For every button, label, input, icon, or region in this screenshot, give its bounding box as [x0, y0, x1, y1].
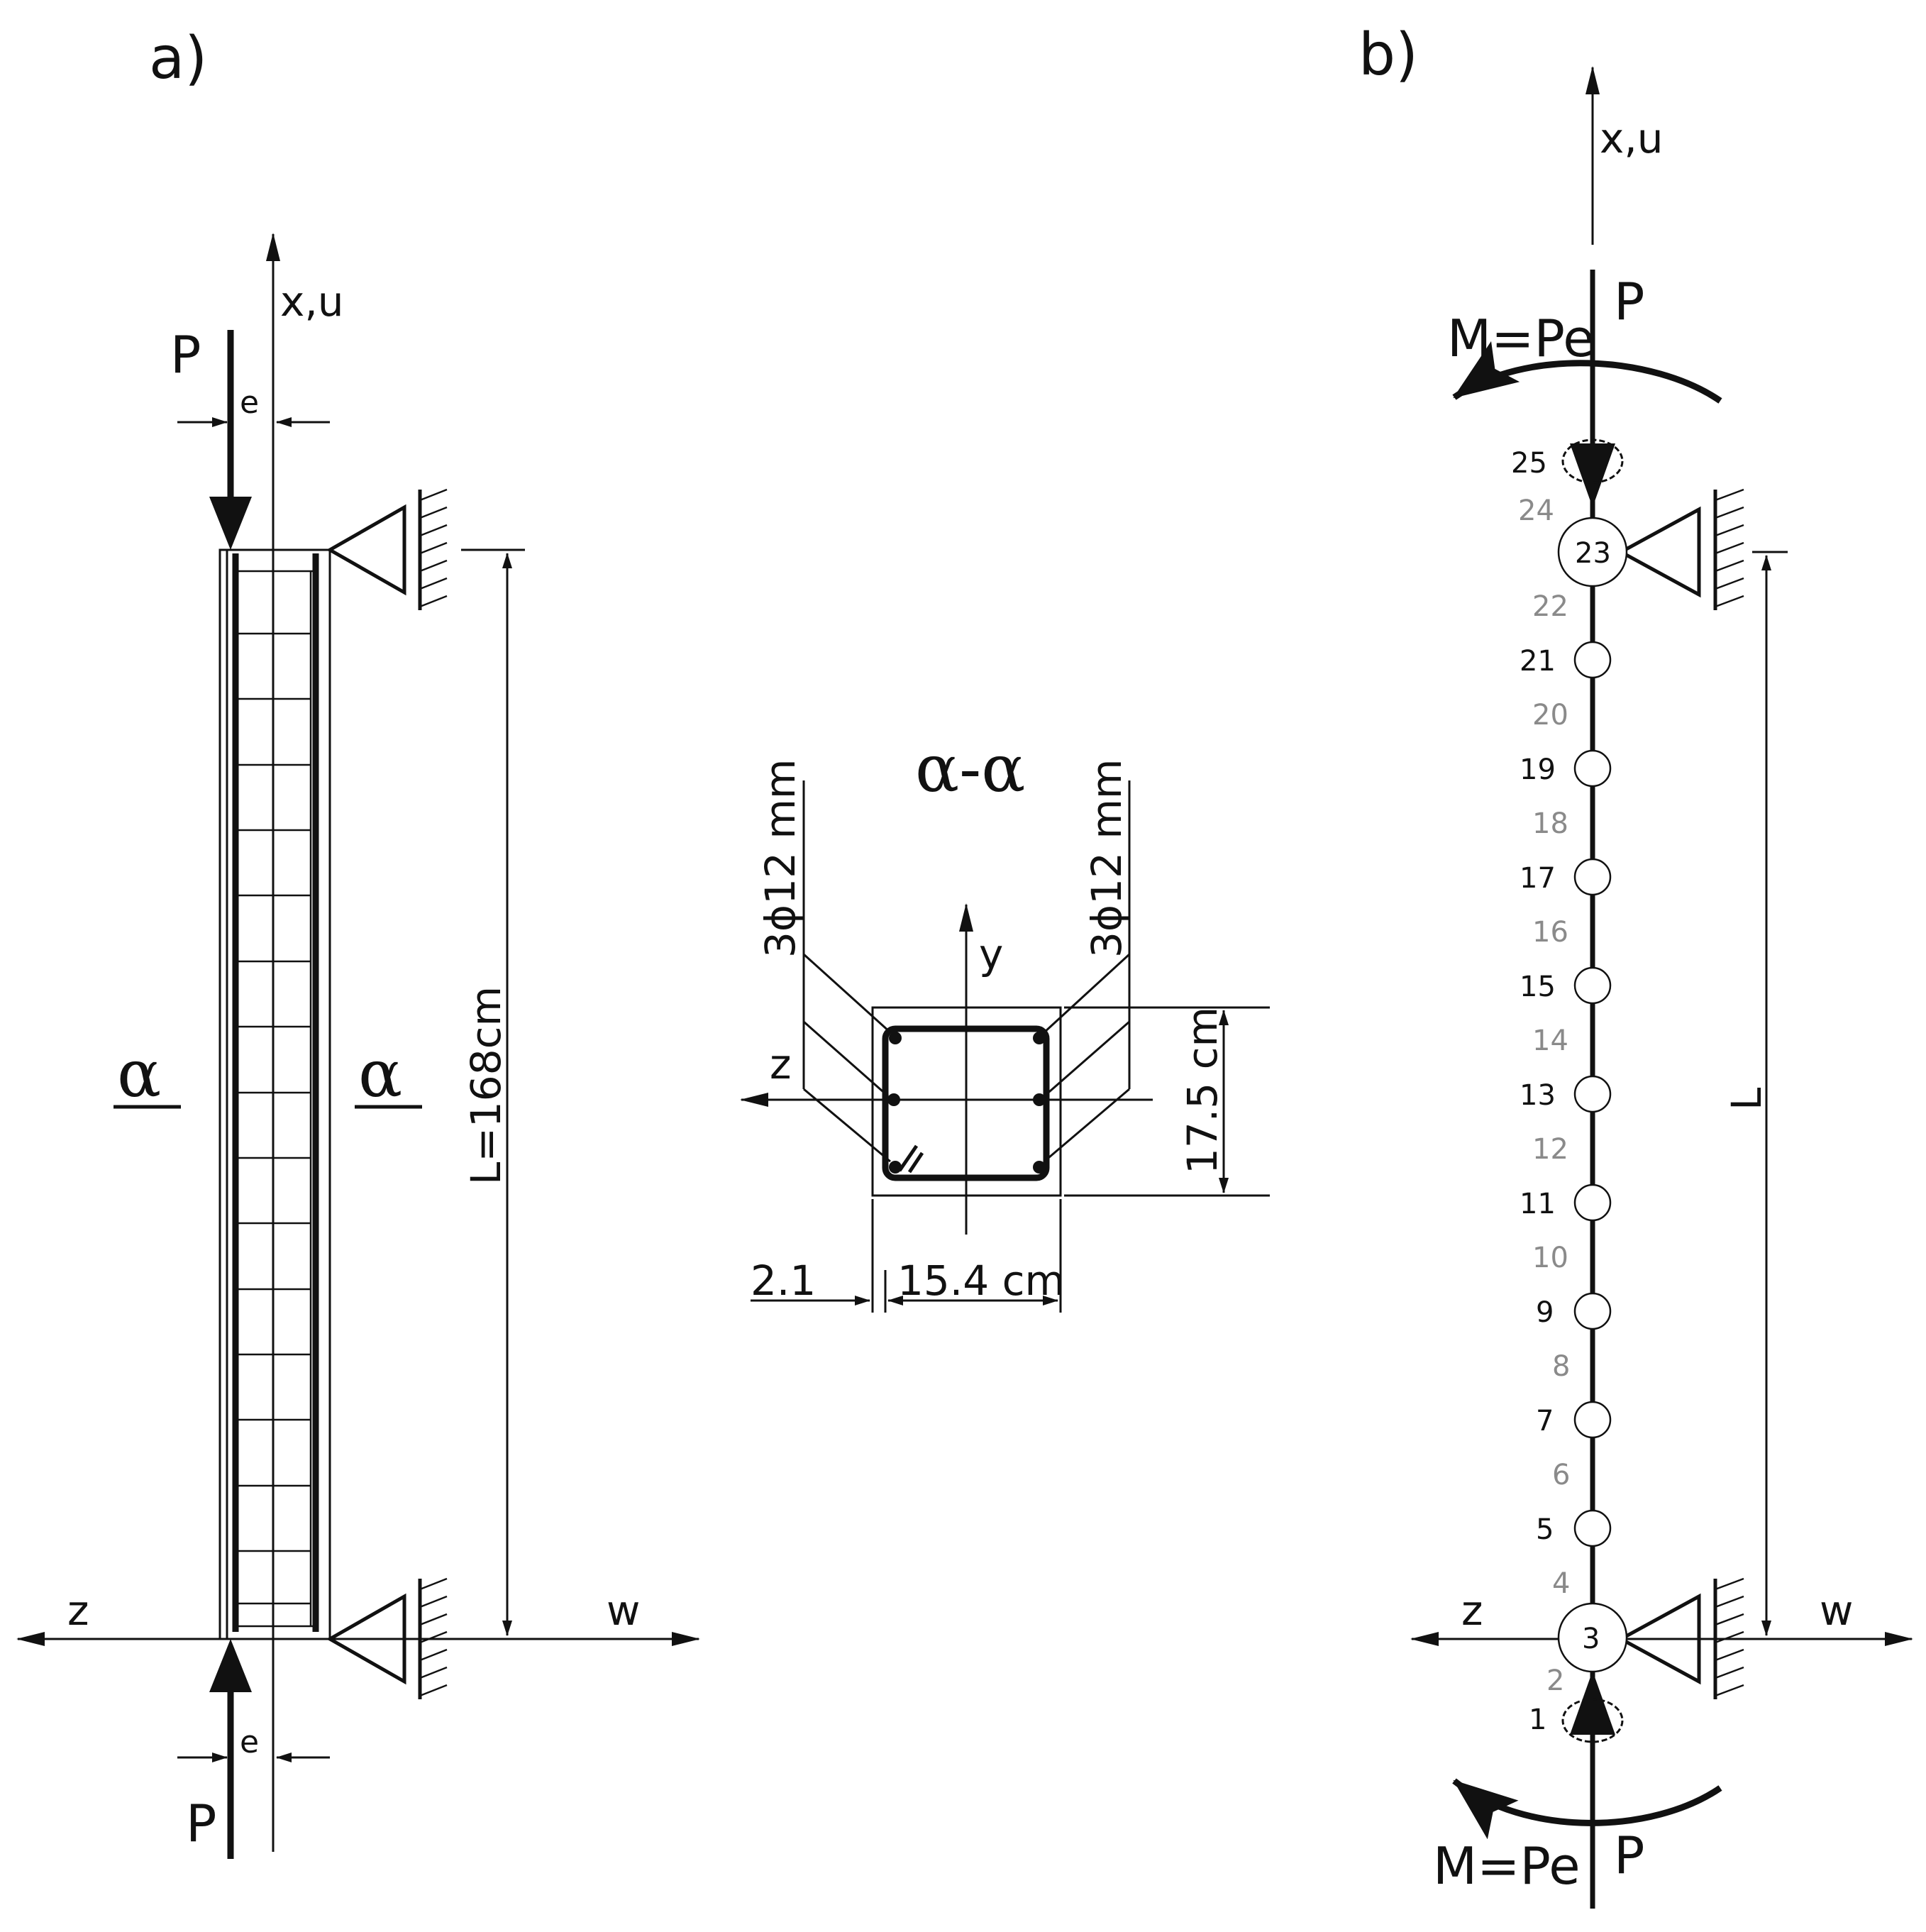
height-label: 17.5 cm [1178, 1007, 1227, 1174]
moment-bottom-label: M=Pe [1433, 1836, 1581, 1896]
support-top [326, 488, 448, 610]
support-bottom [326, 1577, 448, 1699]
node-label: 8 [1552, 1350, 1570, 1383]
panel-b-axis-z-label: z [1461, 1586, 1483, 1635]
section-axis-z-label: z [770, 1040, 791, 1088]
section-title: α-α [915, 731, 1025, 807]
node-label: 19 [1520, 754, 1556, 786]
node-label: 14 [1532, 1025, 1568, 1057]
section-mark-right: α [358, 1036, 402, 1112]
panel-b-axis-w-label: w [1820, 1586, 1853, 1635]
node-label: 1 [1529, 1704, 1546, 1736]
node-label: 10 [1532, 1242, 1568, 1274]
section-mark-left: α [117, 1036, 161, 1112]
node-label: 11 [1520, 1188, 1556, 1220]
panel-b: b) x,u z w P M=Pe P M=Pe [1358, 21, 1913, 1909]
node-label: 23 [1575, 537, 1611, 570]
moment-top-label: M=Pe [1447, 309, 1595, 368]
node-label: 18 [1532, 807, 1568, 840]
rebar-right-label: 3ϕ12 mm [1083, 759, 1131, 958]
length-label: L=168cm [462, 986, 510, 1185]
panel-b-axis-x-label: x,u [1600, 114, 1664, 162]
axis-z-label: z [67, 1586, 89, 1635]
cover-label: 2.1 [751, 1257, 816, 1305]
load-top-label: P [170, 325, 201, 385]
eccentricity-bottom-label: e [240, 1724, 259, 1760]
moment-bottom-arrow [1452, 1778, 1722, 1840]
panel-a-label: a) [149, 25, 207, 92]
node-label: 13 [1520, 1079, 1556, 1112]
node-label: 21 [1520, 645, 1556, 678]
panel-b-load-top-label: P [1614, 272, 1644, 331]
node-markers [1557, 517, 1628, 1673]
node-label: 25 [1511, 447, 1547, 480]
node-label: 16 [1532, 916, 1568, 949]
node-label: 2 [1546, 1665, 1564, 1697]
panel-a: a) x,u z w [16, 25, 700, 1859]
axis-w-label: w [607, 1586, 640, 1635]
node-label: 9 [1536, 1296, 1554, 1329]
node-label: 24 [1518, 495, 1554, 527]
panel-b-label: b) [1358, 21, 1418, 89]
axis-x-label: x,u [280, 277, 344, 326]
section-axis-y-label: y [979, 930, 1003, 978]
panel-b-support-bottom [1617, 1577, 1744, 1699]
width-label: 15.4 cm [897, 1257, 1065, 1305]
node-label: 20 [1532, 699, 1568, 732]
rebar-left-label: 3ϕ12 mm [756, 759, 804, 958]
node-label: 6 [1552, 1459, 1570, 1491]
node-label: 5 [1536, 1513, 1554, 1546]
cross-section: α-α y z 3ϕ12 mm 3ϕ12 mm [740, 731, 1270, 1313]
column-elevation [218, 548, 331, 1640]
node-label: 4 [1552, 1567, 1570, 1600]
node-label: 3 [1582, 1623, 1600, 1655]
node-label: 17 [1520, 862, 1556, 895]
node-label: 7 [1536, 1405, 1554, 1437]
node-labels: 1 2 3 4 5 6 7 8 9 10 11 12 13 14 15 16 1… [1511, 447, 1611, 1736]
eccentricity-top-label: e [240, 385, 259, 421]
panel-b-load-bottom-label: P [1614, 1826, 1644, 1885]
load-bottom-label: P [186, 1794, 216, 1853]
node-label: 12 [1532, 1133, 1568, 1166]
panel-b-support-top [1617, 488, 1744, 610]
node-label: 22 [1532, 590, 1568, 623]
rebars [887, 1032, 1046, 1174]
panel-b-length-label: L [1722, 1088, 1771, 1110]
stirrups [236, 571, 312, 1626]
moment-top-arrow [1452, 341, 1722, 404]
node-label: 15 [1520, 971, 1556, 1003]
